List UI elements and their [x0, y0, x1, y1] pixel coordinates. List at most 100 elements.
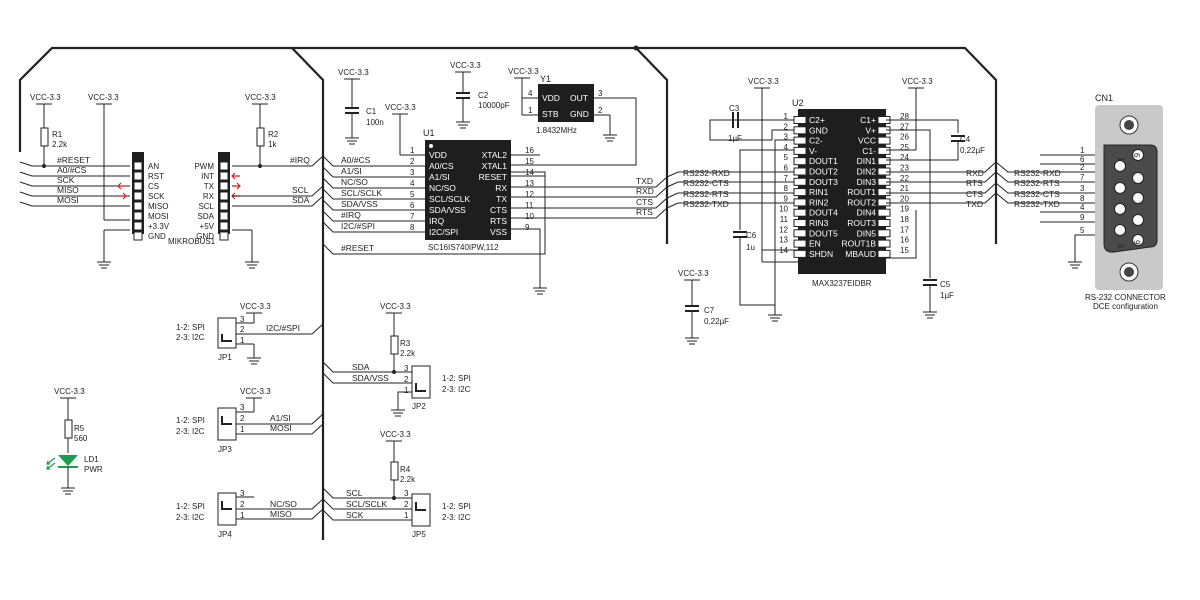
db9-label-9: 9: [1132, 240, 1141, 245]
net-label-irq: #IRQ: [290, 155, 310, 165]
u2-left-pin-num: 10: [779, 205, 788, 214]
db9-pin-icon: [1132, 214, 1144, 226]
jumper-jp5[interactable]: VCC-3.3 R4 2.2k 3 2 1 SCL SCL/SCLK SCK 1…: [322, 430, 471, 539]
u2-right-pin-num: 25: [900, 143, 909, 152]
jp5-pin2: 2: [404, 500, 409, 509]
resistor-r2: VCC-3.3 R2 1k: [245, 93, 279, 168]
db9-pin-icon: [1132, 192, 1144, 204]
u2-right-pin-label: C1+: [860, 115, 876, 125]
jp5-net-sck: SCK: [346, 510, 364, 520]
mikrobus-left-pin: [133, 191, 143, 201]
u1-left-pin-num: 7: [410, 212, 415, 221]
c4-ref: C4: [960, 135, 971, 144]
c5-ref: C5: [940, 280, 951, 289]
jp4-pin1: 1: [240, 511, 245, 520]
r2-val: 1k: [268, 140, 277, 149]
c2-val: 10000pF: [478, 101, 510, 110]
c7-val: 0.22µF: [704, 317, 729, 326]
mikrobus-left-label: MISO: [148, 202, 168, 211]
u2-right-pin-label: ROUT1: [847, 187, 876, 197]
cn1-nets: RS232-RXD RS232-RTS RS232-CTS RS232-TXD: [995, 154, 1100, 269]
u2-left-pin-label: C2+: [809, 115, 825, 125]
jp5-pin1: 1: [404, 511, 409, 520]
u2-left-pin-num: 11: [780, 215, 789, 224]
u1-right-pin-label: XTAL1: [482, 161, 508, 171]
u2-left-pin-label: DOUT3: [809, 177, 838, 187]
u1-left-pin-num: 2: [410, 157, 415, 166]
cn1-net-rxd: RS232-RXD: [1014, 168, 1061, 178]
jp1-net: I2C/#SPI: [266, 323, 300, 333]
led-icon: [58, 455, 78, 466]
mikrobus-vcc-label: VCC-3.3: [88, 93, 119, 102]
u2-left-pad: [793, 188, 807, 197]
u2-right-pad: [877, 208, 891, 217]
jp2-pin1: 1: [404, 386, 409, 395]
jp4-ref: JP4: [218, 530, 232, 539]
jp1-pin1: 1: [240, 336, 245, 345]
jp2-pin3: 3: [404, 364, 409, 373]
mikrobus-left-label: GND: [148, 232, 166, 241]
db9-label-5: 5: [1116, 244, 1125, 249]
u1-left-pin-num: 1: [410, 146, 415, 155]
jumper-jp2[interactable]: VCC-3.3 R3 2.2k 3 2 1 SDA SDA/VSS 1-2: S…: [322, 302, 471, 417]
u2-right-pin-label: DIN4: [857, 208, 877, 218]
jumper-jp1[interactable]: VCC-3.3 3 2 1 I2C/#SPI 1-2: SPI 2-3: I2C…: [176, 302, 324, 365]
y1-pin-vdd: VDD: [542, 93, 560, 103]
y1-num-1: 1: [528, 106, 533, 115]
u2-right-pin-label: DIN5: [857, 228, 877, 238]
u1-net-i2cspi: I2C/#SPI: [341, 221, 375, 231]
u1-chip: VDD1A0/CS2A1/SI3NC/SO4SCL/SCLK5SDA/VSS6I…: [410, 140, 534, 240]
u1-left-pin-label: SCL/SCLK: [429, 194, 470, 204]
net-label-sck: SCK: [57, 175, 75, 185]
u1-left-pin-label: NC/SO: [429, 183, 456, 193]
jp3-ref: JP3: [218, 445, 232, 454]
u1-right-pin-num: 13: [525, 179, 534, 188]
u2-left-pin-num: 3: [784, 133, 789, 142]
u2-chip: C2+1GND2C2-3V-4DOUT15DOUT26DOUT37RIN18RI…: [779, 109, 909, 274]
cn1-net-rts: RS232-RTS: [1014, 178, 1060, 188]
u2-net-txd: RS232-TXD: [683, 199, 729, 209]
u2-right-vcc: VCC-3.3: [902, 77, 933, 86]
u2-left-pin-num: 7: [784, 174, 789, 183]
c7-vcc: VCC-3.3: [678, 269, 709, 278]
bus-junction: [633, 45, 639, 51]
mikrobus-right-pin: [219, 171, 229, 181]
jp4-net-ncso: NC/SO: [270, 499, 297, 509]
jumper-jp3[interactable]: VCC-3.3 3 2 1 A1/SI MOSI 1-2: SPI 2-3: I…: [176, 387, 324, 454]
u2-left-pin-num: 8: [784, 184, 789, 193]
u2-right-pin-label: ROUT1B: [842, 239, 877, 249]
mikrobus-right-nets: #IRQ SCL SDA: [232, 155, 324, 269]
jp3-vcc: VCC-3.3: [240, 387, 271, 396]
u2-net-out-cts: CTS: [966, 189, 983, 199]
r4-vcc: VCC-3.3: [380, 430, 411, 439]
u2-net-cts: RS232-CTS: [683, 178, 729, 188]
u1-vcc-label: VCC-3.3: [385, 103, 416, 112]
u2-right-pin-label: V+: [865, 125, 876, 135]
y1-pin-gnd: GND: [570, 109, 589, 119]
db9-pin-icon: [1132, 149, 1144, 161]
u1-part: SC16IS740IPW,112: [428, 243, 499, 252]
mikrobus-left-pin: [133, 171, 143, 181]
u2-left-pin-num: 1: [784, 112, 789, 121]
cn1-pin-num: 9: [1080, 213, 1085, 222]
net-label-miso: MISO: [57, 185, 79, 195]
u2-left-pad: [793, 249, 807, 258]
u2-right-pin-label: DIN1: [857, 156, 877, 166]
mikrobus-right-label: INT: [201, 172, 214, 181]
jp3-i2c: 2-3: I2C: [176, 427, 205, 436]
db9-pin-icon: [1114, 182, 1126, 194]
u1-net-sdavss: SDA/VSS: [341, 199, 378, 209]
c1-ref: C1: [366, 107, 377, 116]
mikrobus-right-pin: [219, 181, 229, 191]
r5-ref: R5: [74, 424, 85, 433]
r4-val: 2.2k: [400, 475, 416, 484]
u2-right-pad: [877, 239, 891, 248]
u2-left-pin-label: V-: [809, 146, 817, 156]
jp1-ref: JP1: [218, 353, 232, 362]
mikrobus-left-label: CS: [148, 182, 159, 191]
mikrobus-right-pin: [219, 161, 229, 171]
u2-right-pin-num: 22: [900, 174, 909, 183]
mikrobus-right-label: RX: [203, 192, 215, 201]
jumper-jp4[interactable]: 3 2 1 NC/SO MISO 1-2: SPI 2-3: I2C JP4: [176, 489, 324, 539]
